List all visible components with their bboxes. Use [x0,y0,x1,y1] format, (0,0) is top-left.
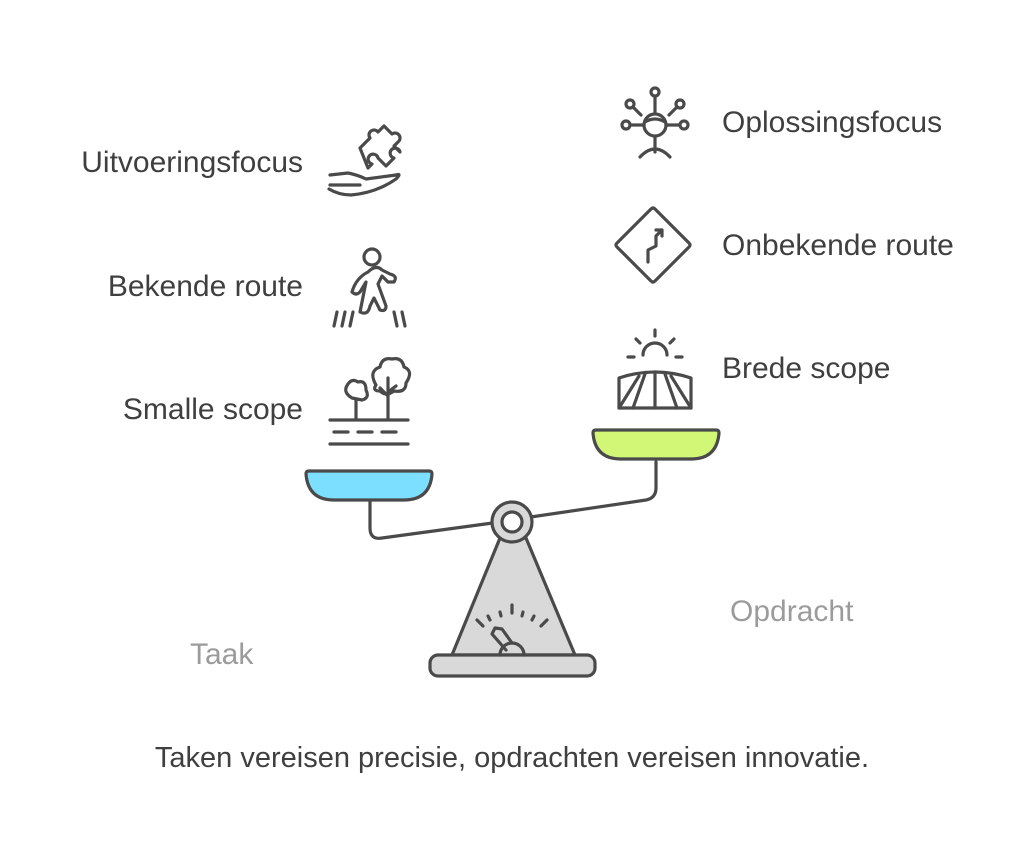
right-pan [591,428,721,461]
stand-base [428,653,597,678]
walking-person-icon [332,247,407,328]
right-item-oplossingsfocus: Oplossingsfocus [722,106,943,139]
stand [450,536,577,657]
left-item-uitvoeringsfocus: Uitvoeringsfocus [81,146,303,179]
caption: Taken vereisen precisie, opdrachten vere… [154,742,870,774]
left-side-label: Taak [190,638,254,671]
right-item-onbekende-route: Onbekende route [722,229,954,262]
left-item-bekende-route: Bekende route [107,270,303,303]
person-network-icon [620,86,690,159]
gauge-icon [475,603,549,657]
left-item-smalle-scope: Smalle scope [122,393,303,426]
winding-road-sign-icon [614,206,692,284]
hand-puzzle-icon [327,124,402,197]
left-pan [304,469,434,502]
balance-scale [304,428,721,678]
right-side-label: Opdracht [730,595,854,628]
sunrise-field-icon [617,328,693,410]
trees-road-icon [328,357,412,446]
right-item-brede-scope: Brede scope [722,352,891,385]
